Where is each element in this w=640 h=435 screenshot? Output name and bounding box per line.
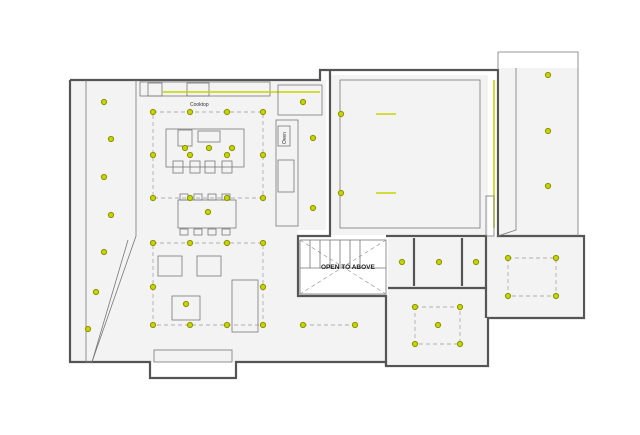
- recessed-light-icon: [259, 239, 267, 247]
- recessed-light-icon: [223, 108, 231, 116]
- recessed-light-icon: [309, 204, 317, 212]
- recessed-light-icon: [149, 108, 157, 116]
- recessed-light-icon: [186, 151, 194, 159]
- recessed-light-icon: [107, 211, 115, 219]
- pantry-box: [277, 84, 323, 116]
- recessed-light-icon: [107, 135, 115, 143]
- recessed-light-icon: [259, 194, 267, 202]
- recessed-light-icon: [411, 303, 419, 311]
- recessed-light-icon: [398, 258, 406, 266]
- fridge: [277, 159, 295, 193]
- interior-wall: [296, 70, 388, 366]
- recessed-light-icon: [182, 300, 190, 308]
- sofa: [231, 279, 259, 333]
- recessed-light-icon: [337, 189, 345, 197]
- recessed-light-icon: [259, 108, 267, 116]
- recessed-light-icon: [411, 340, 419, 348]
- recessed-light-icon: [100, 98, 108, 106]
- light-fixtures: [84, 71, 560, 348]
- recessed-light-icon: [223, 321, 231, 329]
- recessed-light-icon: [299, 321, 307, 329]
- recessed-light-icon: [186, 239, 194, 247]
- recessed-light-icon: [456, 303, 464, 311]
- recessed-light-icon: [337, 110, 345, 118]
- recessed-light-icon: [544, 182, 552, 190]
- open-to-above-label: OPEN TO ABOVE: [321, 264, 375, 271]
- recessed-light-icon: [544, 127, 552, 135]
- pantry-cabinets: [275, 119, 299, 227]
- stair: [299, 239, 387, 295]
- recessed-light-icon: [149, 194, 157, 202]
- sink-left: [147, 82, 163, 97]
- recessed-light-icon: [552, 292, 560, 300]
- recessed-light-icon: [204, 208, 212, 216]
- right-wing: [500, 68, 578, 236]
- recessed-light-icon: [228, 144, 236, 152]
- stair-treads: [300, 240, 386, 269]
- coffee-table: [171, 295, 201, 321]
- recessed-light-icon: [504, 292, 512, 300]
- recessed-light-icon: [351, 321, 359, 329]
- column: [485, 195, 495, 237]
- recessed-light-icon: [149, 283, 157, 291]
- recessed-light-icon: [259, 151, 267, 159]
- recessed-light-icon: [223, 239, 231, 247]
- armchair: [196, 255, 222, 277]
- recessed-light-icon: [92, 288, 100, 296]
- recessed-light-icon: [299, 98, 307, 106]
- recessed-light-icon: [259, 283, 267, 291]
- oven-label: Oven: [282, 132, 288, 144]
- recessed-light-icon: [472, 258, 480, 266]
- recessed-light-icon: [186, 194, 194, 202]
- armchair: [157, 255, 183, 277]
- recessed-light-icon: [504, 254, 512, 262]
- dining-chairs: [179, 193, 231, 236]
- right-room-circuit: [507, 257, 557, 297]
- exterior-wall: [68, 68, 586, 380]
- recessed-light-icon: [456, 340, 464, 348]
- recessed-light-icon: [181, 144, 189, 152]
- right-wing-outline: [497, 51, 579, 236]
- recessed-light-icon: [100, 173, 108, 181]
- garage-inner: [339, 79, 481, 229]
- dining-table: [177, 199, 237, 229]
- garage-room: [330, 75, 488, 235]
- bedroom-circuit: [414, 306, 461, 345]
- recessed-light-icon: [223, 151, 231, 159]
- recessed-light-icon: [259, 321, 267, 329]
- recessed-light-icon: [100, 248, 108, 256]
- recessed-light-icon: [552, 254, 560, 262]
- bar-stools: [172, 160, 233, 174]
- right-lower-room: [486, 236, 582, 318]
- recessed-light-icon: [149, 239, 157, 247]
- recessed-light-icon: [223, 194, 231, 202]
- kitchen-pantry: [276, 80, 326, 230]
- recessed-light-icon: [149, 151, 157, 159]
- recessed-light-icon: [435, 258, 443, 266]
- left-angled-wall: [91, 239, 129, 363]
- recessed-light-icon: [186, 108, 194, 116]
- recessed-light-icon: [434, 321, 442, 329]
- recessed-light-icon: [84, 325, 92, 333]
- island-prep: [197, 130, 221, 143]
- fireplace: [153, 349, 233, 363]
- recessed-light-icon: [205, 144, 213, 152]
- recessed-light-icon: [544, 71, 552, 79]
- hall-area: [298, 296, 388, 362]
- right-wing-inner: [497, 68, 517, 237]
- cooktop: [186, 82, 210, 97]
- cooktop-label: Cooktop: [190, 102, 209, 108]
- recessed-light-icon: [149, 321, 157, 329]
- recessed-light-icon: [309, 134, 317, 142]
- recessed-light-icon: [186, 321, 194, 329]
- oven: [277, 125, 291, 147]
